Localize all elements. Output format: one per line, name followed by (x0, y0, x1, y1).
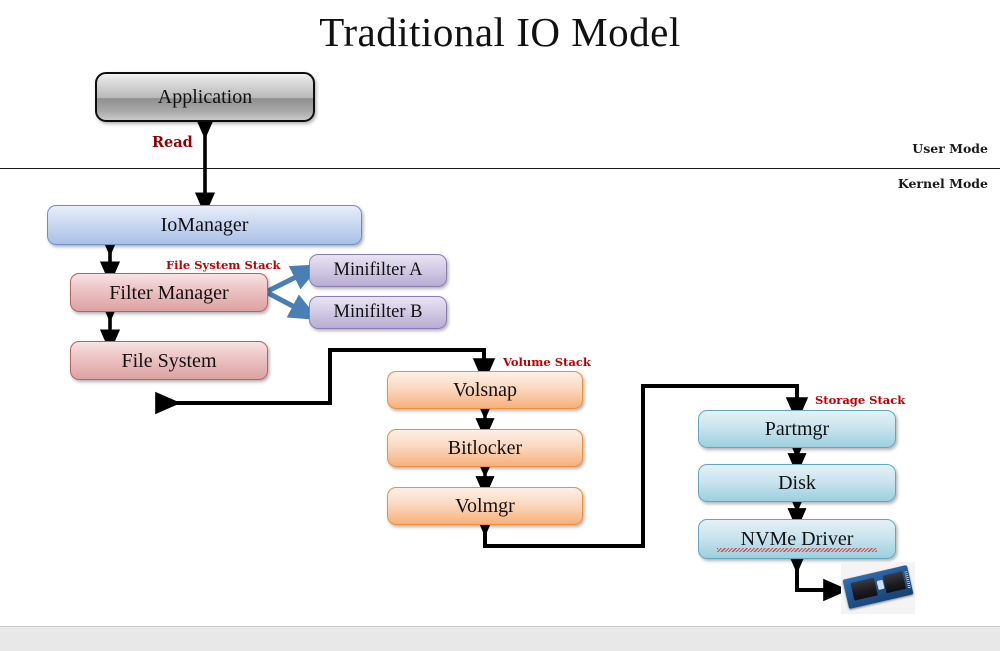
edge-nvmedriver-ssd (785, 548, 849, 602)
node-partmgr-label: Partmgr (764, 418, 830, 440)
node-volsnap[interactable]: Volsnap (387, 371, 583, 409)
kernel-mode-label: Kernel Mode (897, 176, 988, 191)
node-volmgr-label: Volmgr (455, 495, 515, 517)
node-file-system[interactable]: File System (70, 341, 268, 380)
read-label: Read (152, 134, 193, 151)
file-system-stack-caption: File System Stack (166, 258, 281, 272)
page-title: Traditional IO Model (319, 9, 681, 55)
node-bitlocker[interactable]: Bitlocker (387, 429, 583, 467)
node-minifilter-b[interactable]: Minifilter B (309, 296, 447, 329)
user-mode-label: User Mode (912, 141, 988, 156)
volume-stack-caption: Volume Stack (503, 355, 591, 369)
node-filter-manager[interactable]: Filter Manager (70, 273, 268, 312)
storage-stack-caption: Storage Stack (815, 393, 906, 407)
footer-band (0, 626, 1000, 651)
node-bitlocker-label: Bitlocker (447, 437, 523, 459)
spellcheck-underline-icon (717, 548, 877, 552)
node-disk[interactable]: Disk (698, 464, 896, 502)
node-disk-label: Disk (778, 472, 816, 494)
edge-filtermanager-minifilter-a (266, 264, 322, 294)
node-nvme-driver-label: NVMe Driver (740, 528, 854, 550)
node-minifilter-b-label: Minifilter B (333, 302, 423, 323)
node-application[interactable]: Application (95, 72, 315, 122)
mode-divider-line (0, 168, 1000, 169)
node-iomanager[interactable]: IoManager (47, 205, 362, 245)
nvme-ssd-image (841, 562, 915, 614)
node-iomanager-label: IoManager (160, 214, 249, 236)
ssd-board (842, 564, 914, 610)
node-file-system-label: File System (121, 349, 217, 372)
ssd-nand-chip (850, 577, 878, 601)
node-nvme-driver[interactable]: NVMe Driver (698, 519, 896, 559)
node-filter-manager-label: Filter Manager (109, 281, 229, 304)
node-partmgr[interactable]: Partmgr (698, 410, 896, 448)
node-application-label: Application (157, 86, 253, 108)
node-volmgr[interactable]: Volmgr (387, 487, 583, 525)
node-minifilter-a[interactable]: Minifilter A (309, 254, 447, 287)
node-volsnap-label: Volsnap (452, 379, 518, 401)
ssd-controller-chip (882, 571, 907, 594)
edge-filtermanager-minifilter-b (266, 290, 320, 320)
node-minifilter-a-label: Minifilter A (333, 260, 423, 281)
